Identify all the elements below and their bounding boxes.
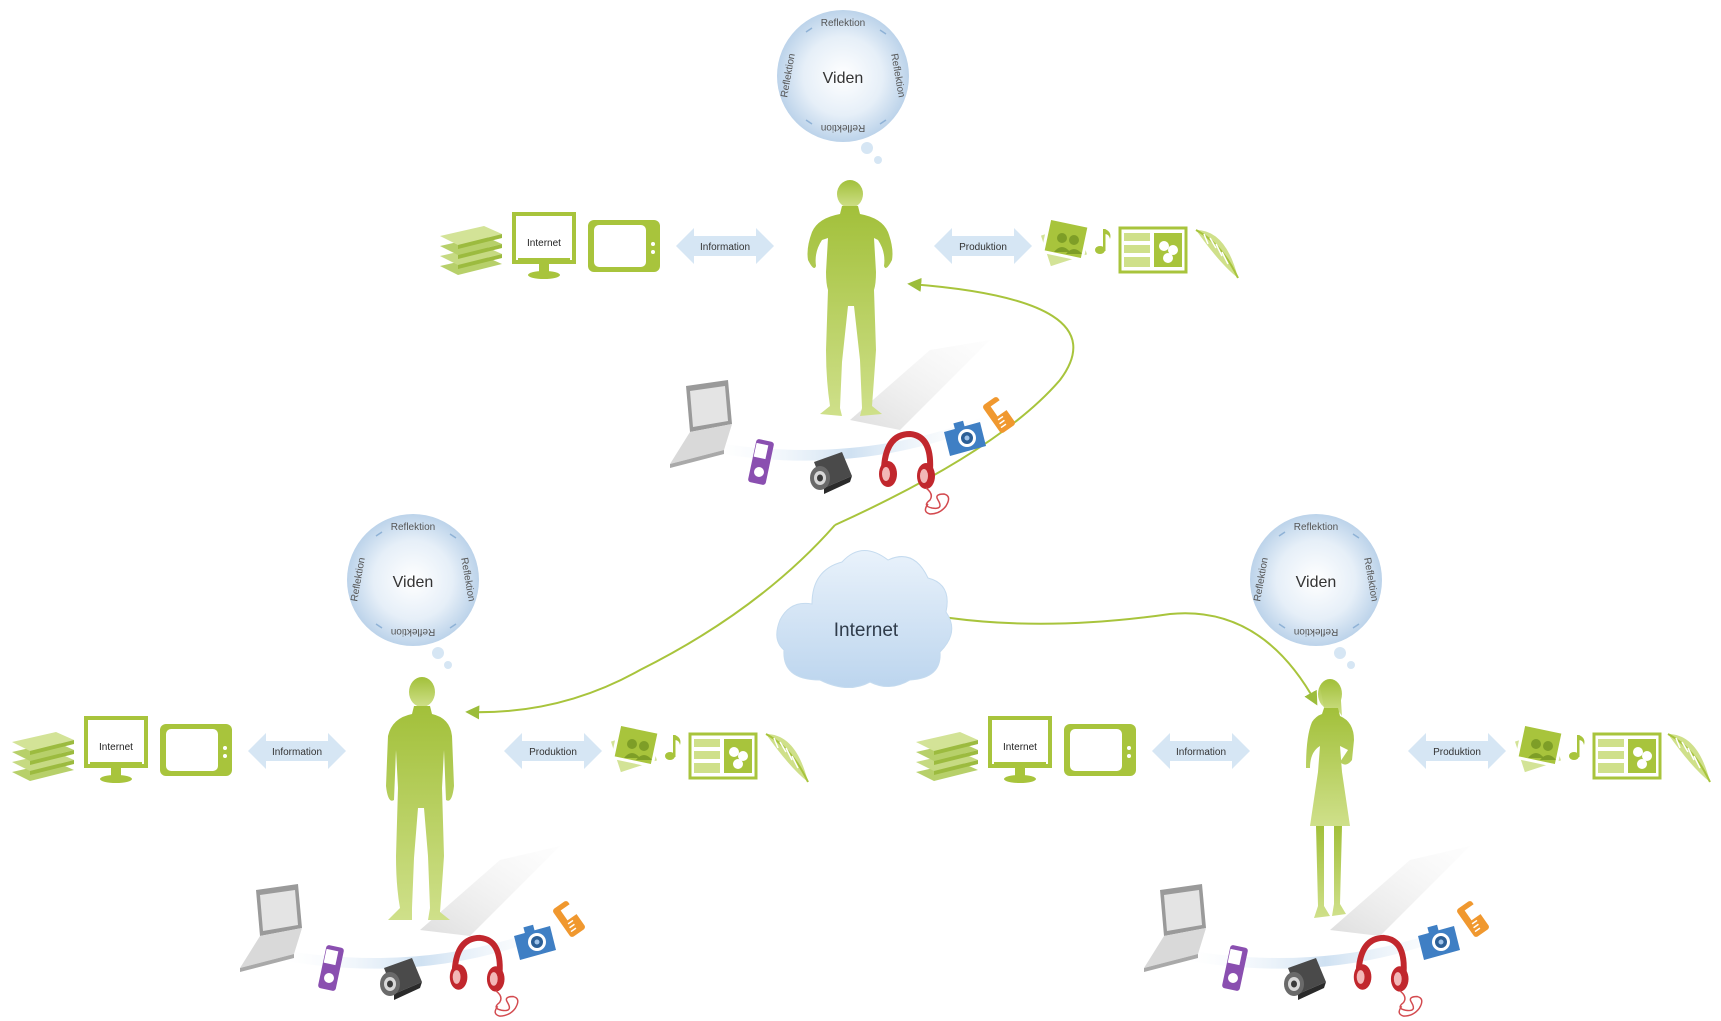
internet-cloud: Internet — [776, 550, 953, 688]
music-note-icon — [1569, 735, 1585, 760]
thought-bubble: Viden Reflektion Reflektion Reflektion R… — [347, 514, 479, 669]
tv-icon — [1064, 724, 1136, 776]
photo-icon — [1512, 722, 1565, 775]
layout-icon — [1118, 226, 1188, 274]
camera-icon — [514, 924, 556, 960]
information-arrow: Information — [676, 228, 774, 264]
production-label: Produktion — [959, 242, 1007, 253]
phone-icon — [981, 396, 1017, 435]
production-label: Produktion — [529, 747, 577, 758]
ring-label-bottom: Reflektion — [391, 626, 435, 637]
books-icon — [440, 226, 502, 275]
music-note-icon — [1095, 229, 1111, 254]
production-arrow: Produktion — [934, 228, 1032, 264]
information-arrow: Information — [248, 733, 346, 769]
thought-bubble: Viden Reflektion Reflektion Reflektion R… — [1250, 514, 1382, 669]
person-icon — [1306, 679, 1470, 936]
device-arc — [1144, 884, 1491, 1016]
photo-icon — [1038, 216, 1091, 269]
cloud-icon — [776, 550, 953, 688]
books-icon — [916, 732, 978, 781]
layout-icon — [688, 732, 758, 780]
link-cloud-to-left — [465, 524, 836, 720]
ring-label-top: Reflektion — [821, 18, 865, 29]
production-arrow: Produktion — [1408, 733, 1506, 769]
production-arrow: Produktion — [504, 733, 602, 769]
monitor-screen-label: Internet — [1003, 742, 1037, 753]
information-label: Information — [700, 242, 750, 253]
device-arc — [670, 380, 1017, 514]
person-icon — [386, 677, 560, 936]
laptop-icon — [670, 380, 732, 468]
photo-icon — [608, 722, 661, 775]
device-arc — [240, 884, 587, 1016]
feather-icon — [765, 733, 809, 783]
ring-label-bottom: Reflektion — [821, 122, 865, 133]
thought-center: Viden — [1296, 574, 1337, 591]
mp3-player-icon — [317, 944, 345, 992]
thought-center: Viden — [823, 70, 864, 87]
monitor-screen-label: Internet — [99, 742, 133, 753]
monitor-screen-label: Internet — [527, 238, 561, 249]
thought-bubble: Viden Reflektion Reflektion Reflektion R… — [777, 10, 909, 164]
information-label: Information — [1176, 747, 1226, 758]
person-icon — [807, 180, 990, 430]
mp3-player-icon — [1221, 944, 1249, 992]
tv-icon — [588, 220, 660, 272]
node-top: Viden Reflektion Reflektion Reflektion R… — [440, 10, 1239, 514]
music-note-icon — [665, 735, 681, 760]
ring-label-top: Reflektion — [1294, 522, 1338, 533]
ring-label-bottom: Reflektion — [1294, 626, 1338, 637]
information-arrow: Information — [1152, 733, 1250, 769]
thought-center: Viden — [393, 574, 434, 591]
production-label: Produktion — [1433, 747, 1481, 758]
feather-icon — [1667, 733, 1711, 783]
layout-icon — [1592, 732, 1662, 780]
feather-icon — [1195, 229, 1239, 279]
books-icon — [12, 732, 74, 781]
cloud-label: Internet — [834, 620, 899, 641]
node-left: Viden Reflektion Reflektion Reflektion R… — [12, 514, 809, 1016]
tv-icon — [160, 724, 232, 776]
ring-label-top: Reflektion — [391, 522, 435, 533]
mp3-player-icon — [747, 438, 775, 486]
camera-icon — [1418, 924, 1460, 960]
information-label: Information — [272, 747, 322, 758]
node-right: Viden Reflektion Reflektion Reflektion R… — [916, 514, 1711, 1016]
